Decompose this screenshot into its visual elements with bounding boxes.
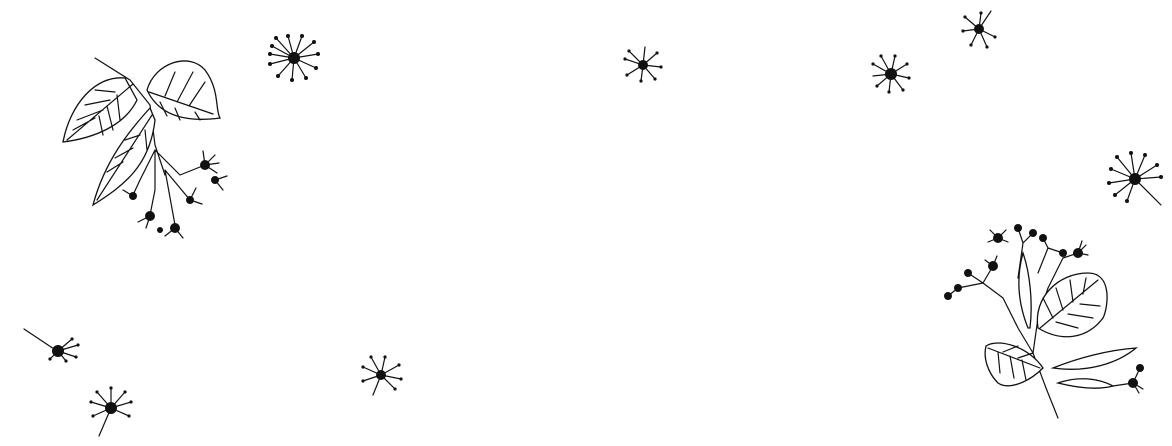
linden-branch-right-icon xyxy=(944,224,1144,419)
linden-blossom-icon xyxy=(89,386,133,437)
linden-blossom-icon xyxy=(961,10,997,49)
linden-blossom-icon xyxy=(871,54,911,94)
linden-blossom-icon xyxy=(23,328,80,363)
linden-blossom-icon xyxy=(1107,151,1163,206)
linden-blossom-icon xyxy=(361,355,403,396)
linden-blossom-icon xyxy=(268,34,320,82)
linden-branch-left-icon xyxy=(62,57,228,239)
linden-blossom-icon xyxy=(623,46,663,83)
